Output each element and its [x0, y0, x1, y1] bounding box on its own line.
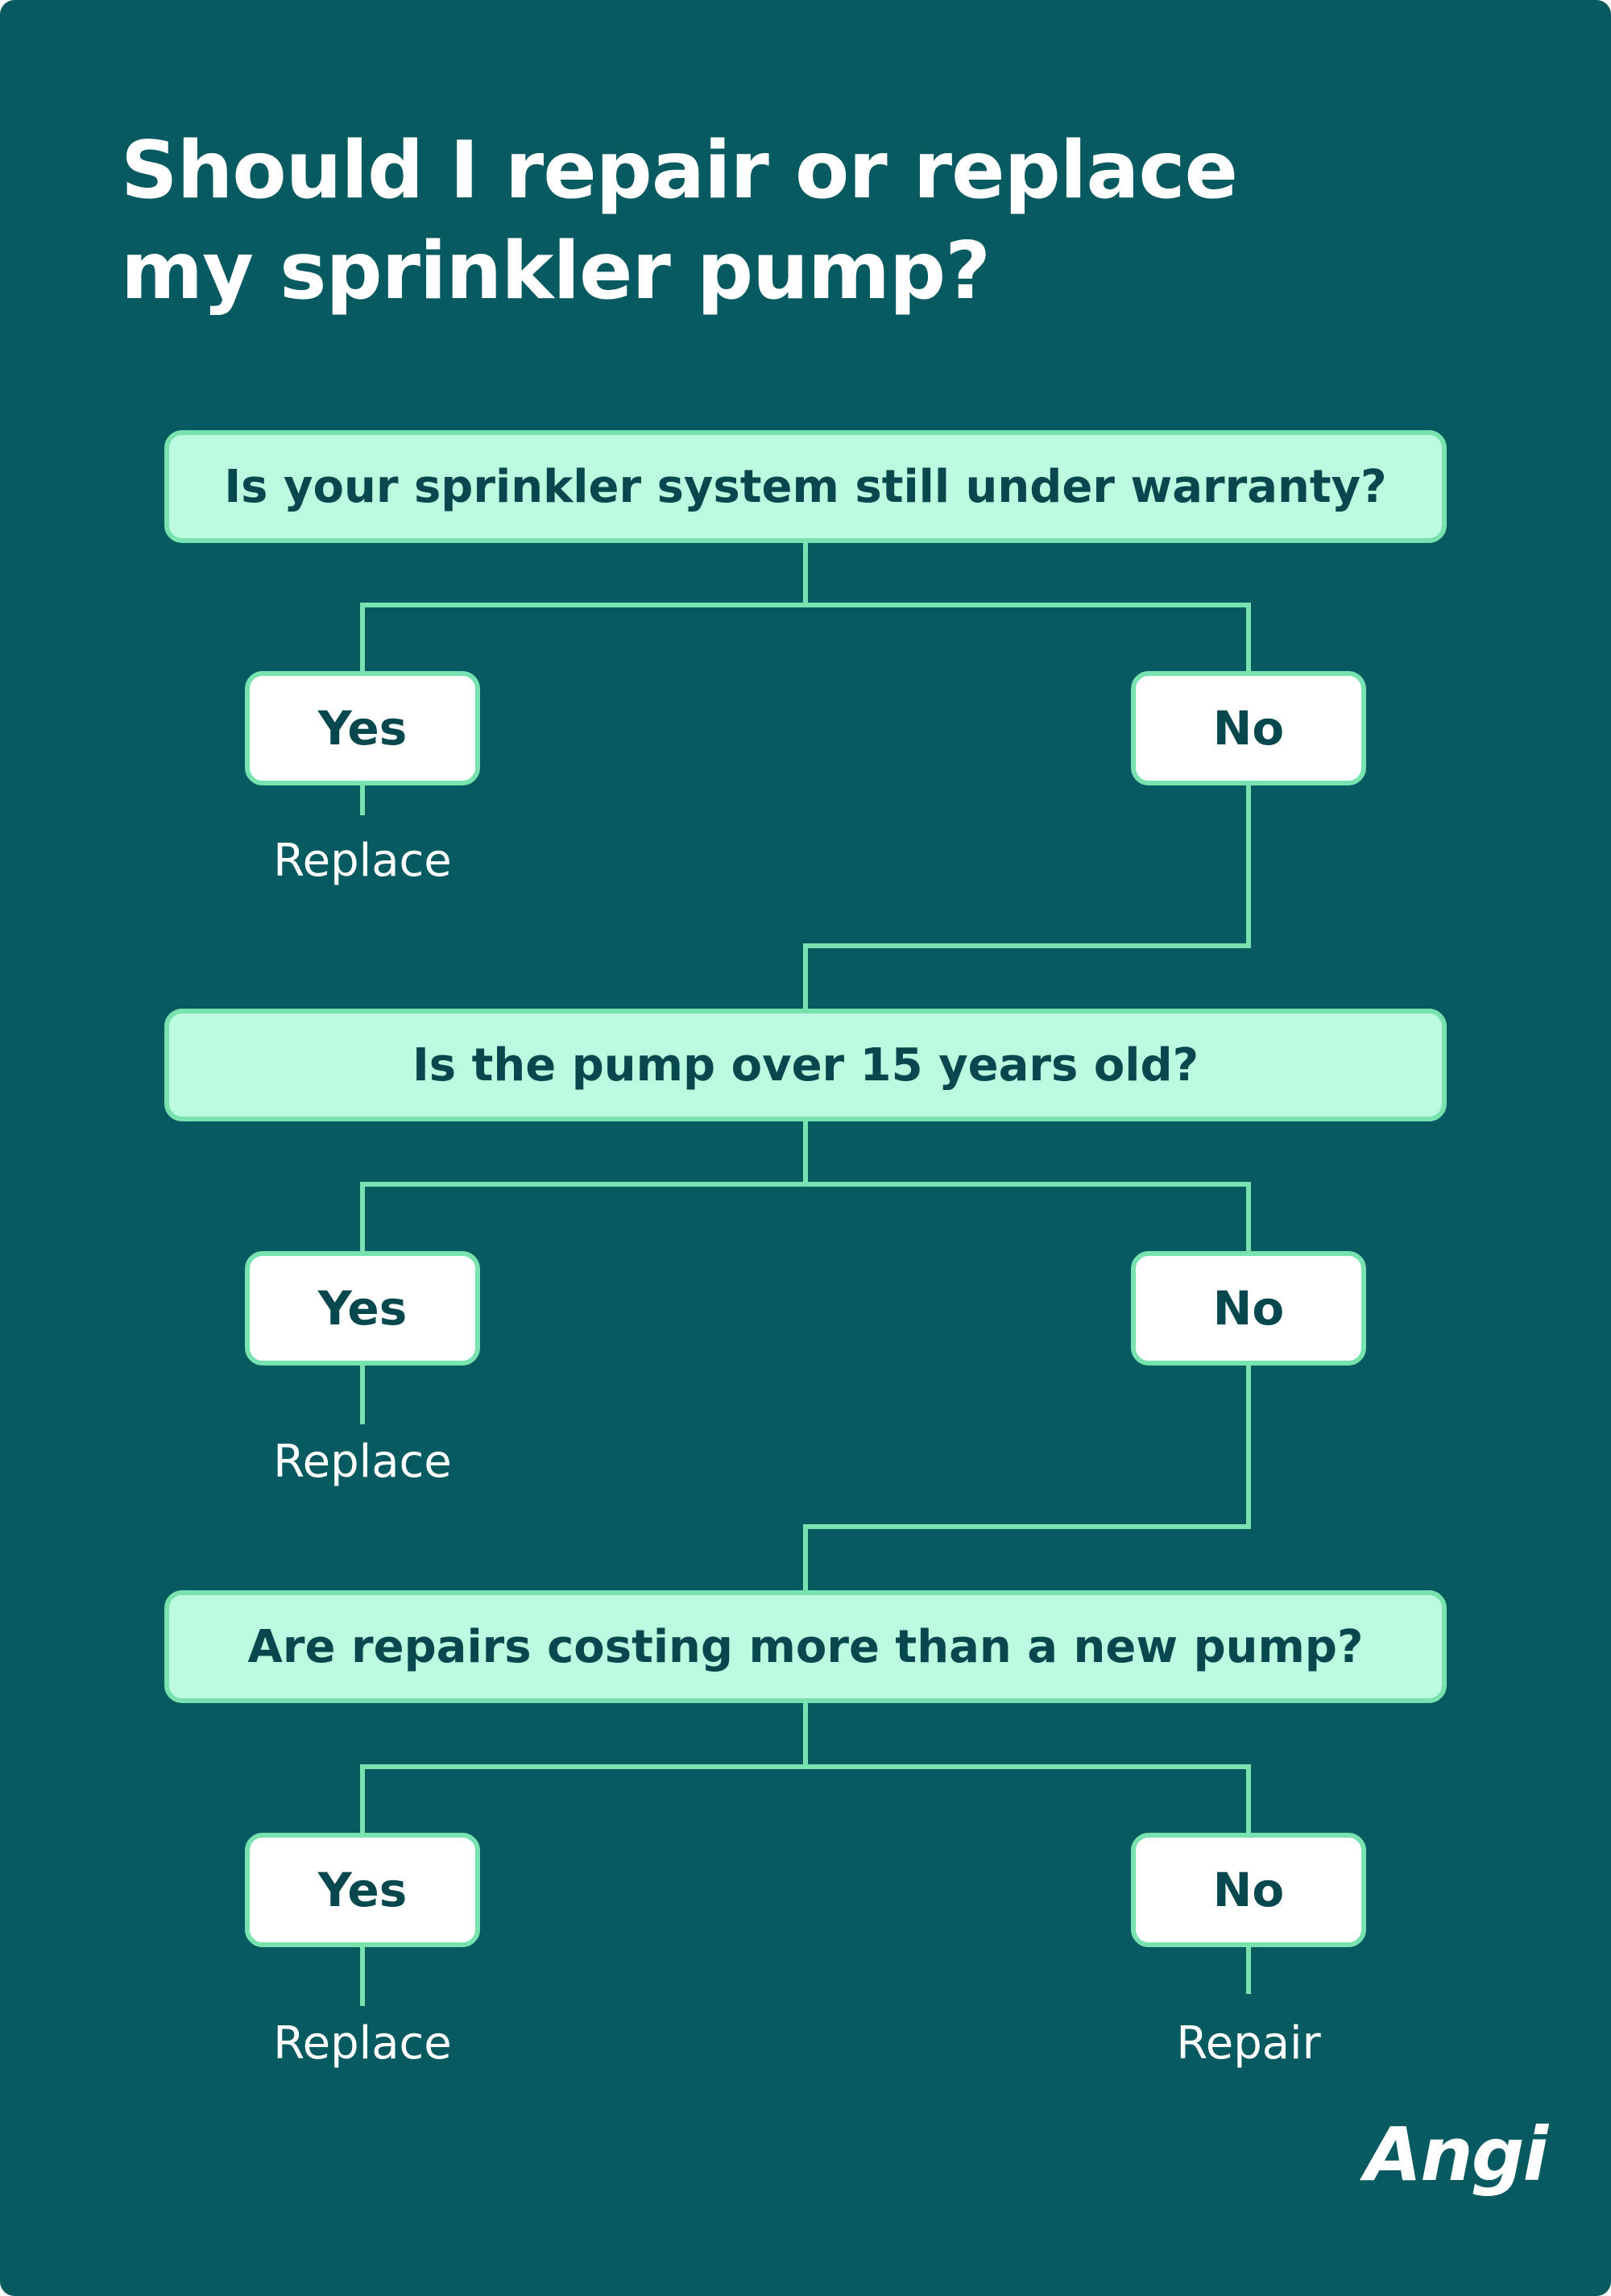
- question-box-pump-age: Is the pump over 15 years old?: [164, 1009, 1447, 1121]
- answer-label: Yes: [317, 1281, 408, 1336]
- question-text: Is the pump over 15 years old?: [412, 1038, 1199, 1092]
- answer-yes-box: Yes: [245, 671, 480, 785]
- question-box-warranty: Is your sprinkler system still under war…: [164, 430, 1447, 543]
- result-repair: Repair: [1176, 2017, 1321, 2070]
- answer-label: No: [1212, 701, 1285, 756]
- connector-q1-branch: [360, 543, 1251, 671]
- title-line-2: my sprinkler pump?: [121, 226, 991, 317]
- answer-no-box: No: [1131, 1251, 1366, 1366]
- angi-logo: Angi: [1365, 2112, 1548, 2198]
- question-text: Is your sprinkler system still under war…: [224, 460, 1387, 513]
- result-replace: Replace: [273, 1436, 452, 1488]
- connector-q2-no-to-q3: [803, 1366, 1251, 1590]
- answer-label: Yes: [317, 1863, 408, 1917]
- result-replace: Replace: [273, 2017, 452, 2070]
- connector-q3-branch: [360, 1703, 1251, 1833]
- answer-label: No: [1212, 1281, 1285, 1336]
- page-title: Should I repair or replace my sprinkler …: [121, 121, 1238, 322]
- question-box-repair-cost: Are repairs costing more than a new pump…: [164, 1590, 1447, 1703]
- answer-yes-box: Yes: [245, 1833, 480, 1947]
- answer-no-box: No: [1131, 671, 1366, 785]
- answer-label: Yes: [317, 701, 408, 756]
- question-text: Are repairs costing more than a new pump…: [247, 1620, 1364, 1673]
- answer-no-box: No: [1131, 1833, 1366, 1947]
- result-replace: Replace: [273, 835, 452, 887]
- answer-label: No: [1212, 1863, 1285, 1917]
- connector-q1-no-to-q2: [803, 785, 1251, 1009]
- title-line-1: Should I repair or replace: [121, 125, 1238, 217]
- connector-q2-branch: [360, 1121, 1251, 1251]
- answer-yes-box: Yes: [245, 1251, 480, 1366]
